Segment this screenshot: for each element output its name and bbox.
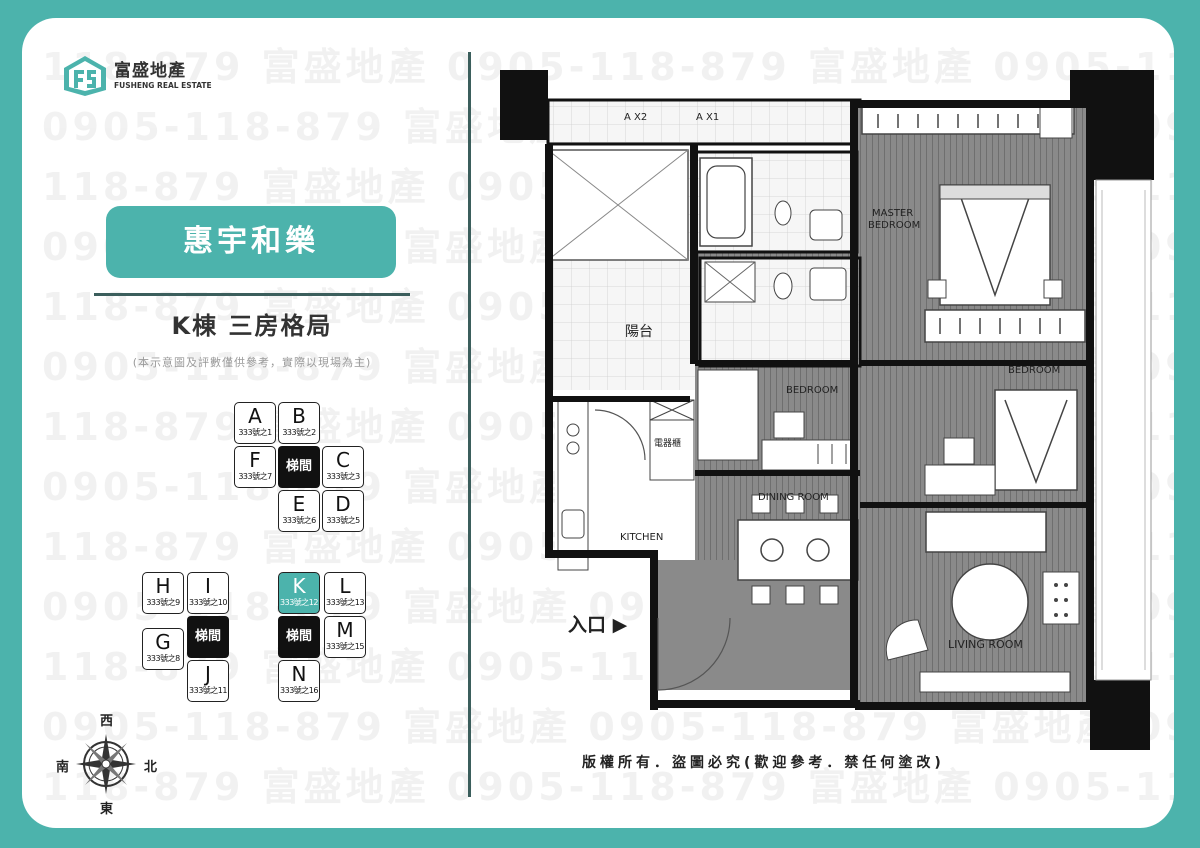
panel-divider (468, 52, 471, 797)
brand-name-en: FUSHENG REAL ESTATE (114, 81, 212, 90)
floor-plan: MASTER BEDROOM BEDROOM BEDROOM DINING RO… (500, 70, 1154, 750)
label-bedroom-right: BEDROOM (1008, 365, 1060, 376)
stairwell: 梯間 (187, 616, 229, 658)
entrance-label: 入口 ▶ (568, 614, 628, 636)
stairwell: 梯間 (278, 616, 320, 658)
label-ac-2: A X1 (696, 112, 719, 123)
label-dining-room: DINING ROOM (758, 492, 829, 503)
compass-top-label: 西 (100, 714, 114, 729)
brand-logo-icon (64, 56, 106, 96)
label-master-bedroom-2: BEDROOM (868, 220, 920, 231)
layout-subtitle: K棟 三房格局 (171, 312, 333, 340)
label-master-bedroom: MASTER (872, 208, 913, 219)
compass-bottom-label: 東 (100, 802, 114, 817)
label-bedroom-mid: BEDROOM (786, 385, 838, 396)
copyright-notice: 版權所有．盜圖必究(歡迎參考．禁任何塗改) (582, 755, 945, 771)
title-divider (94, 293, 410, 296)
label-balcony: 陽台 (625, 324, 653, 340)
floorplan-card: 118-879 富盛地產 0905-118-879 富盛地產 0905-118 … (22, 18, 1174, 828)
label-storage: 電器櫃 (654, 437, 681, 449)
disclaimer-note: (本示意圖及評數僅供參考，實際以現場為主) (132, 356, 372, 369)
brand-logo: 富盛地產 FUSHENG REAL ESTATE (62, 54, 212, 98)
label-living-room: LIVING ROOM (948, 638, 1023, 651)
compass-rose: 西 南 北 東 (56, 714, 157, 817)
label-ac-1: A X2 (624, 112, 647, 123)
page-title: 惠宇和樂 (106, 206, 396, 278)
brand-name: 富盛地產 (114, 61, 186, 81)
compass-icon (76, 734, 136, 794)
compass-left-label: 南 (56, 760, 70, 775)
label-kitchen: KITCHEN (620, 532, 663, 543)
compass-right-label: 北 (144, 760, 158, 775)
stairwell: 梯間 (278, 446, 320, 488)
